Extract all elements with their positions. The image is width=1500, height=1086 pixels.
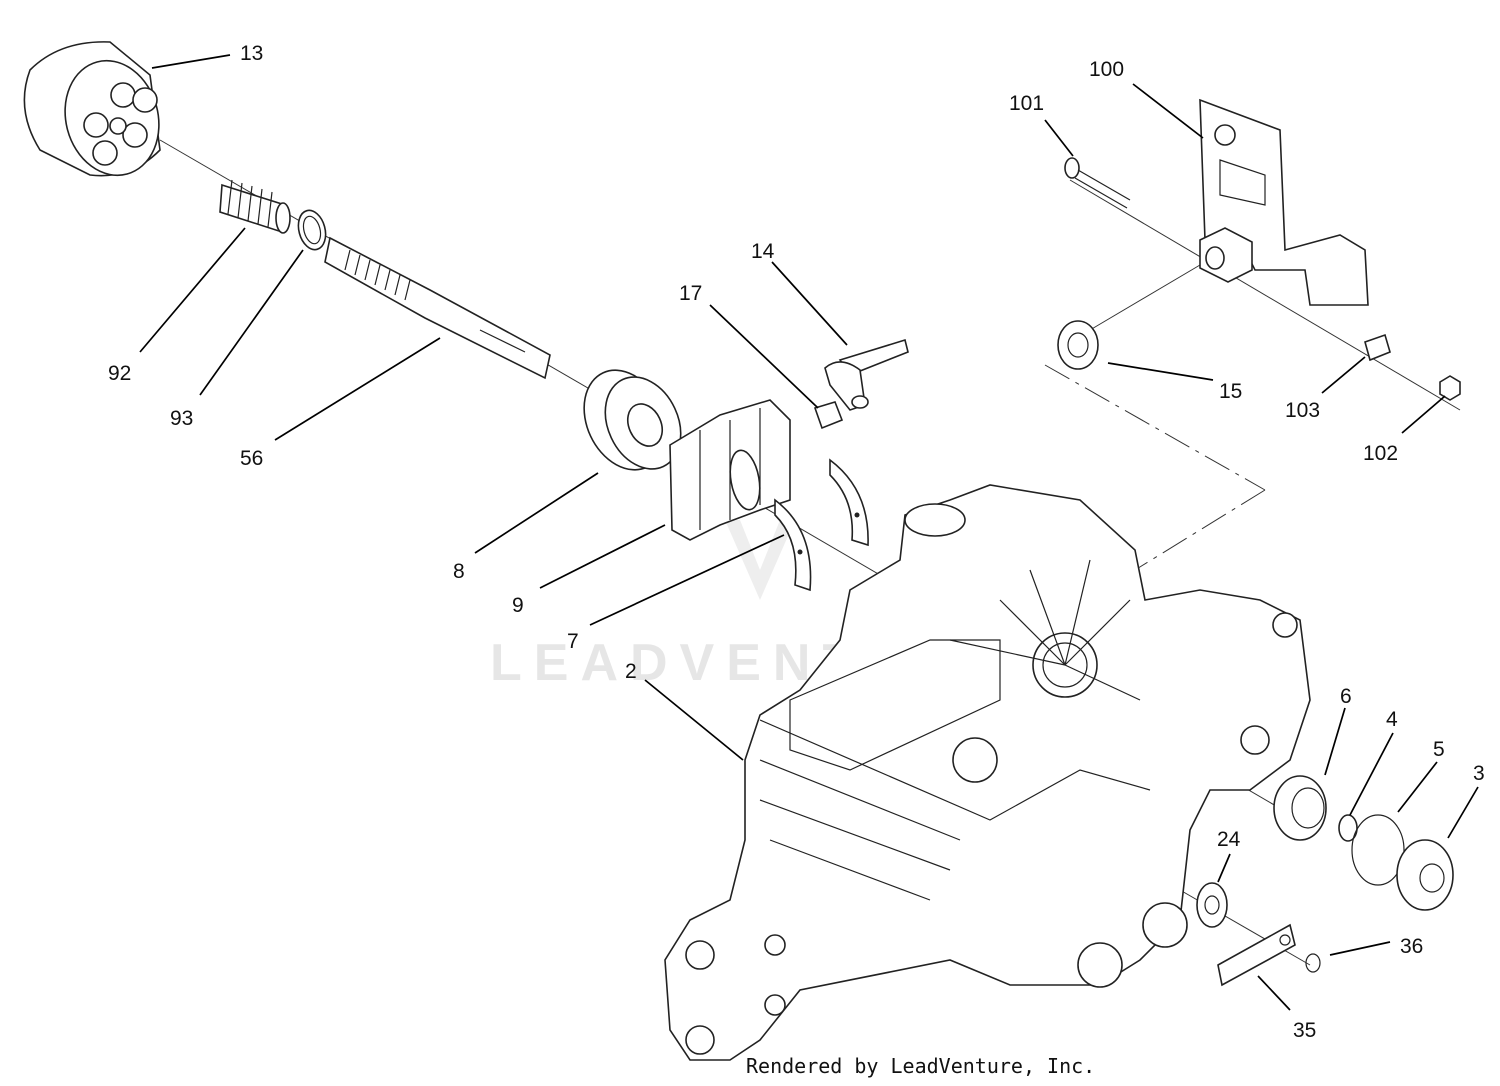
callout-102: 102	[1363, 442, 1398, 465]
part-14-control-arm	[824, 338, 909, 411]
callout-103: 103	[1285, 399, 1320, 422]
callout-17: 17	[679, 282, 702, 305]
part-13-cylinder-block	[23, 41, 161, 177]
part-92-spring	[219, 179, 291, 234]
part-35-link	[1217, 923, 1296, 987]
callout-36: 36	[1400, 935, 1423, 958]
part-4-ring	[1338, 814, 1358, 842]
part-36-clip	[1305, 953, 1321, 973]
part-103-spacer	[1364, 333, 1391, 362]
callout-35: 35	[1293, 1019, 1316, 1042]
part-101-bolt	[1064, 157, 1131, 209]
callout-56: 56	[240, 447, 263, 470]
callout-13: 13	[240, 42, 263, 65]
callout-9: 9	[512, 594, 524, 617]
callout-2: 2	[625, 660, 637, 683]
part-17-slider-block	[813, 401, 844, 430]
callout-3: 3	[1473, 762, 1485, 785]
callout-7: 7	[567, 630, 579, 653]
callout-4: 4	[1386, 708, 1398, 731]
part-7-thrust-bearings	[774, 458, 869, 592]
part-56-shaft	[324, 236, 551, 380]
callout-5: 5	[1433, 738, 1445, 761]
callout-92: 92	[108, 362, 131, 385]
callout-93: 93	[170, 407, 193, 430]
callout-15: 15	[1219, 380, 1242, 403]
footer-credit: Rendered by LeadVenture, Inc.	[746, 1054, 1095, 1078]
callout-labels: 13 92 93 56 8 9 7 2 14 17 100 101 15 103…	[108, 42, 1485, 1042]
part-102-nut	[1439, 375, 1461, 401]
part-3-seal	[1396, 839, 1454, 911]
part-2-housing	[664, 484, 1311, 1061]
part-9-swashplate	[669, 399, 791, 541]
callout-8: 8	[453, 560, 465, 583]
callout-14: 14	[751, 240, 775, 263]
part-8-bearing	[583, 369, 682, 471]
callout-24: 24	[1217, 828, 1241, 851]
callout-6: 6	[1340, 685, 1352, 708]
leader-lines	[139, 54, 1479, 1011]
callout-100: 100	[1089, 58, 1124, 81]
part-24-washer	[1196, 882, 1228, 928]
part-100-bracket	[1199, 98, 1369, 306]
part-6-bearing	[1273, 775, 1327, 841]
callout-101: 101	[1009, 92, 1044, 115]
part-93-washer	[297, 209, 327, 251]
part-15-bearing	[1057, 320, 1099, 370]
part-5-retaining-ring	[1351, 814, 1405, 886]
